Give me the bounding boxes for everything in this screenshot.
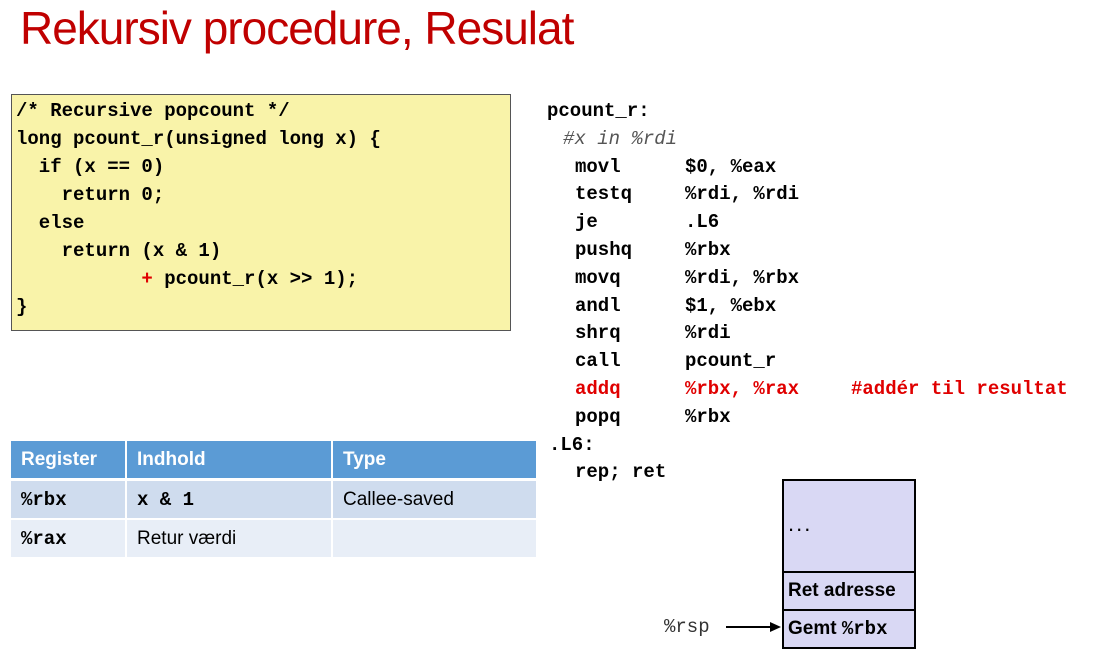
code-line-7-rest: pcount_r(x >> 1); <box>152 268 359 290</box>
asm-final-text: rep; ret <box>575 461 667 484</box>
asm-args: %rbx <box>685 238 731 261</box>
code-line-2: long pcount_r(unsigned long x) { <box>16 128 381 150</box>
asm-args: %rdi <box>685 322 731 345</box>
table-cell-type: Callee-saved <box>333 481 538 520</box>
table-header: Type <box>333 441 538 481</box>
code-plus-operator: + <box>141 268 153 290</box>
code-line-7: + pcount_r(x >> 1); <box>16 265 510 293</box>
slide-title: Rekursiv procedure, Resulat <box>20 2 574 54</box>
table-row: %rax Retur værdi <box>11 520 538 559</box>
asm-args: %rdi, %rdi <box>685 183 800 206</box>
asm-op: shrq <box>575 322 621 345</box>
asm-label-text: pcount_r: <box>547 100 650 122</box>
table-cell-register: %rax <box>11 520 127 559</box>
code-line-3: if (x == 0) <box>16 156 165 178</box>
asm-op: je <box>575 211 598 234</box>
asm-op: pushq <box>575 238 633 261</box>
code-line-6: return (x & 1) <box>16 240 222 262</box>
asm-op: addq <box>575 377 621 400</box>
code-line-5: else <box>16 212 85 234</box>
table-header: Indhold <box>127 441 333 481</box>
asm-op: testq <box>575 183 633 206</box>
table-cell-type <box>333 520 538 559</box>
stack-return-address: Ret adresse <box>782 571 916 611</box>
code-line-7-indent <box>16 268 141 290</box>
code-line-1: /* Recursive popcount */ <box>16 100 290 122</box>
table-header-row: Register Indhold Type <box>11 441 538 481</box>
stack-saved-rbx: Gemt %rbx <box>782 609 916 649</box>
stack-frame-top: ... <box>782 479 916 573</box>
register-table: Register Indhold Type %rbx x & 1 Callee-… <box>11 441 538 559</box>
rsp-pointer-label: %rsp <box>664 616 710 638</box>
asm-label-2-text: .L6: <box>549 433 595 456</box>
table-cell-content: x & 1 <box>127 481 333 520</box>
asm-inline-comment: #addér til resultat <box>851 377 1068 400</box>
code-line-8: } <box>16 296 28 318</box>
asm-args: %rbx <box>685 405 731 428</box>
asm-op: popq <box>575 405 621 428</box>
asm-args: %rdi, %rbx <box>685 266 800 289</box>
asm-args: pcount_r <box>685 350 777 373</box>
asm-comment: #x in %rdi <box>563 127 678 150</box>
table-cell-content: Retur værdi <box>127 520 333 559</box>
asm-args: $0, %eax <box>685 155 777 178</box>
asm-op: movl <box>575 155 621 178</box>
asm-op: movq <box>575 266 621 289</box>
code-line-4: return 0; <box>16 184 165 206</box>
asm-args: %rbx, %rax <box>685 377 800 400</box>
c-code-box: /* Recursive popcount */ long pcount_r(u… <box>11 94 511 331</box>
stack-saved-prefix: Gemt <box>788 618 842 639</box>
asm-args: .L6 <box>685 211 720 234</box>
asm-op: call <box>575 350 621 373</box>
stack-saved-reg: %rbx <box>841 618 888 640</box>
asm-op: andl <box>575 294 621 317</box>
arrow-right-icon <box>726 622 781 632</box>
asm-args: $1, %ebx <box>685 294 777 317</box>
table-row: %rbx x & 1 Callee-saved <box>11 481 538 520</box>
table-cell-register: %rbx <box>11 481 127 520</box>
table-header: Register <box>11 441 127 481</box>
